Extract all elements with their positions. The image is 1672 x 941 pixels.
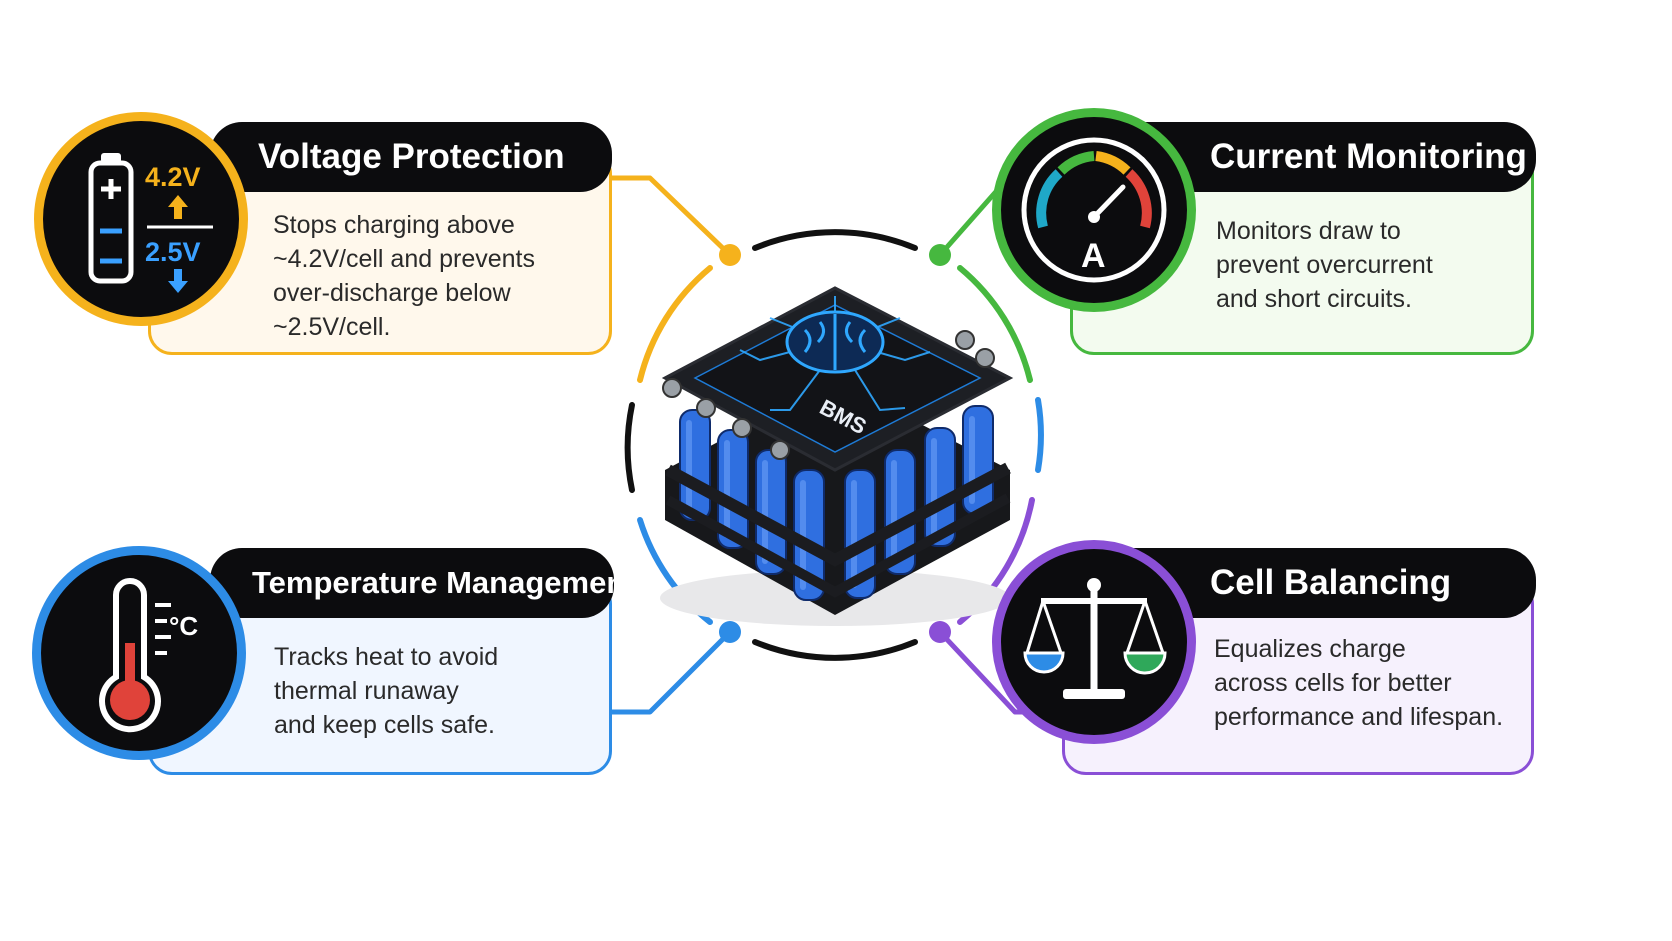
ring-arc-top (752, 229, 918, 251)
current-monitoring-description: Monitors draw to prevent overcurrent and… (1216, 217, 1433, 313)
svg-text:°C: °C (169, 611, 198, 641)
svg-text:4.2V: 4.2V (145, 162, 201, 192)
voltage-protection-description: Stops charging above ~4.2V/cell and prev… (273, 211, 535, 341)
thermometer-icon: °C (99, 578, 198, 733)
connector-dot-voltage (719, 244, 741, 266)
voltage-badge: 4.2V 2.5V (34, 112, 248, 326)
current-badge: A (992, 108, 1196, 312)
ring-arc-left-black (624, 402, 635, 493)
battery-voltage-icon: 4.2V 2.5V (88, 153, 213, 293)
ring-arc-bottom (752, 639, 918, 661)
connector-voltage (612, 175, 732, 257)
battery-pack-illustration: BMS (660, 286, 1014, 626)
svg-text:2.5V: 2.5V (145, 237, 201, 267)
connector-dot-balancing (929, 621, 951, 643)
connector-dot-current (929, 244, 951, 266)
ammeter-gauge-icon: A (1021, 137, 1167, 283)
connector-temperature (612, 630, 732, 715)
temperature-badge: °C (32, 546, 246, 760)
svg-text:A: A (1081, 237, 1106, 275)
ring-arc-right-blue (1035, 397, 1044, 473)
ring-arc-left-yellow (637, 265, 713, 383)
ring-arc-right-green (957, 265, 1033, 383)
brain-circuit-icon (785, 310, 885, 374)
temperature-management-title: Temperature Management (210, 548, 636, 618)
balancing-badge (992, 540, 1196, 744)
voltage-protection-title: Voltage Protection (210, 122, 612, 192)
cell-balancing-description: Equalizes charge across cells for better… (1214, 635, 1504, 731)
balance-scale-icon (1023, 578, 1167, 699)
temperature-management-description: Tracks heat to avoid thermal runaway and… (274, 643, 499, 739)
connector-dot-temperature (719, 621, 741, 643)
